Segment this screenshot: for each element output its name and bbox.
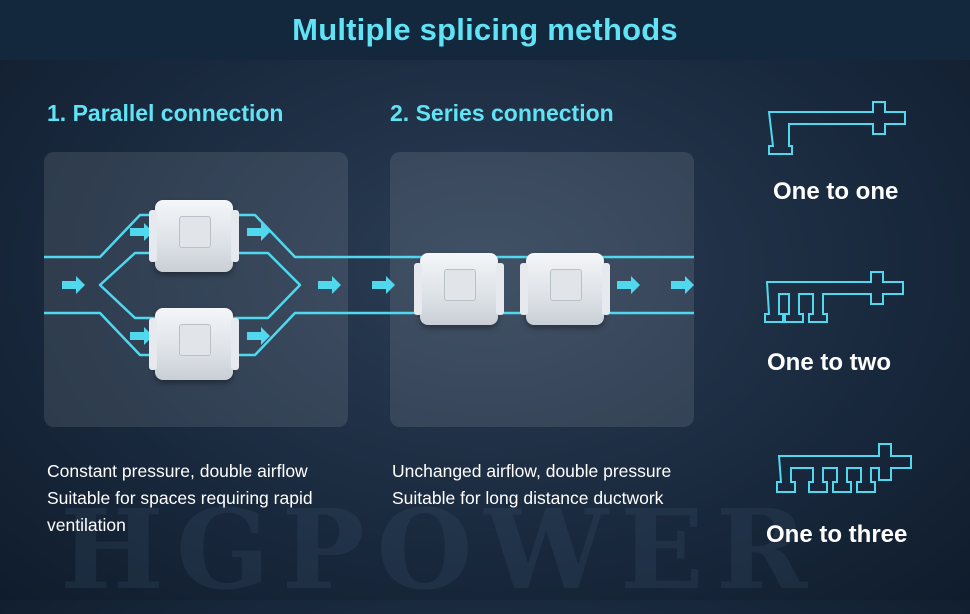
flow-arrow-icon <box>671 276 694 294</box>
description-line: ventilation <box>47 515 126 535</box>
inline-duct-fan <box>149 308 239 380</box>
one-to-one-duct-icon <box>767 101 906 155</box>
description-line: Suitable for spaces requiring rapid <box>47 488 313 508</box>
parallel-description: Constant pressure, double airflow Suitab… <box>47 458 313 539</box>
option-label-one-to-one: One to one <box>773 178 899 205</box>
option-label-one-to-two: One to two <box>767 349 891 376</box>
flow-arrow-icon <box>247 223 270 241</box>
flow-arrow-icon <box>130 223 153 241</box>
inline-duct-fan <box>414 253 504 325</box>
parallel-inner-divider <box>98 251 302 320</box>
flow-arrow-icon <box>62 276 85 294</box>
description-line: Unchanged airflow, double pressure <box>392 461 672 481</box>
flow-arrow-icon <box>247 327 270 345</box>
header-bar: Multiple splicing methods <box>0 0 970 60</box>
description-line: Constant pressure, double airflow <box>47 461 308 481</box>
page-title: Multiple splicing methods <box>292 12 678 47</box>
parallel-connection-title: 1. Parallel connection <box>47 100 284 126</box>
inline-duct-fan <box>520 253 610 325</box>
one-to-two-duct-icon <box>764 271 904 323</box>
description-line: Suitable for long distance ductwork <box>392 488 664 508</box>
flow-arrow-icon <box>617 276 640 294</box>
one-to-three-duct-icon <box>776 443 912 493</box>
option-label-one-to-three: One to three <box>766 521 908 548</box>
series-connection-title: 2. Series connection <box>390 100 614 126</box>
flow-arrow-icon <box>318 276 341 294</box>
flow-arrow-icon <box>372 276 395 294</box>
flow-arrow-icon <box>130 327 153 345</box>
inline-duct-fan <box>149 200 239 272</box>
series-description: Unchanged airflow, double pressure Suita… <box>392 458 671 512</box>
